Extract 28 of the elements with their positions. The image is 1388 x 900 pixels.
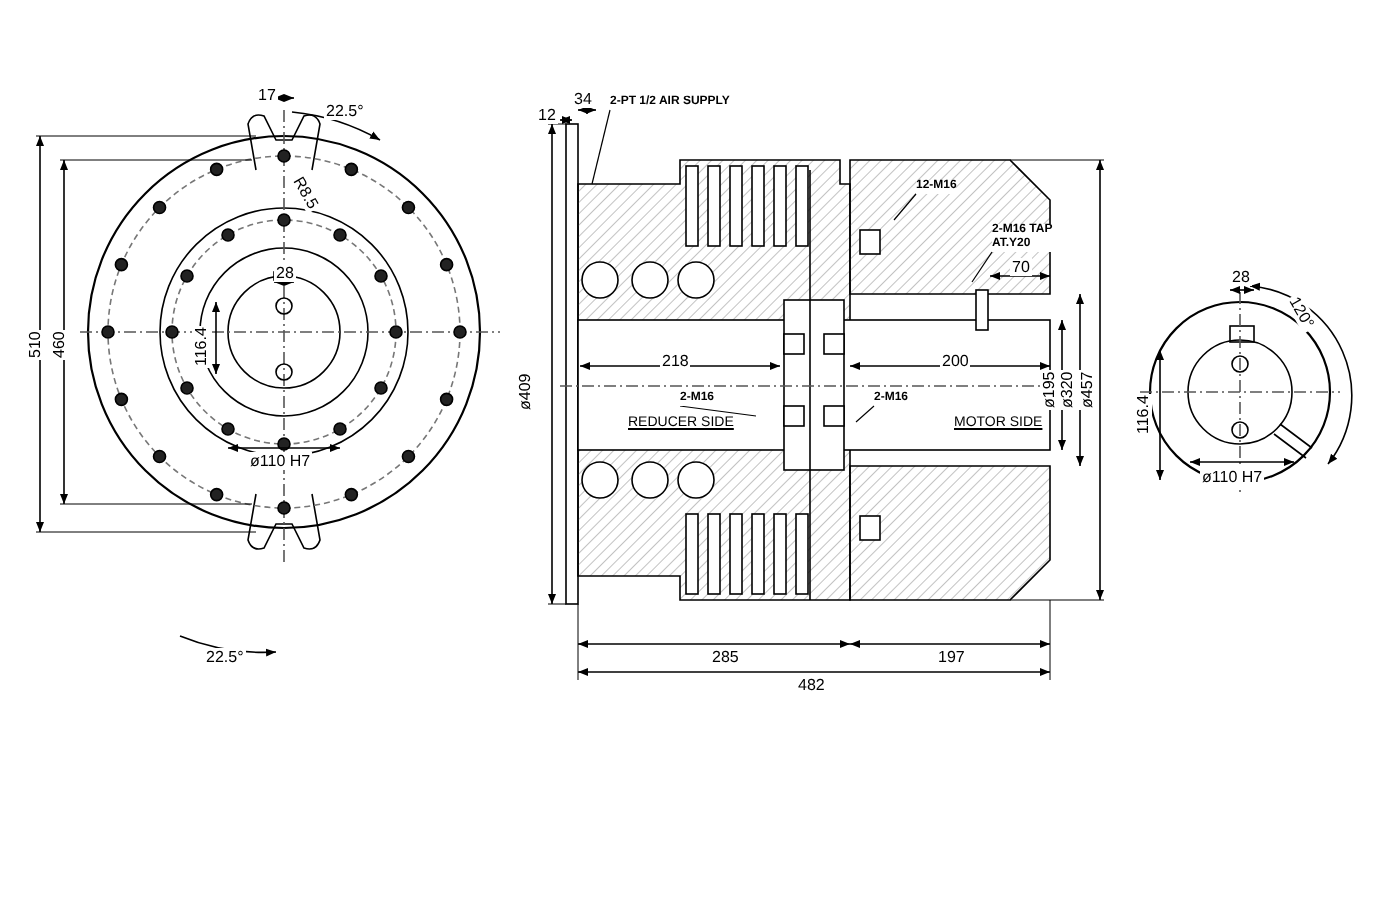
dimension-label: 460 bbox=[50, 329, 68, 360]
dimension-label: 116.4 bbox=[192, 325, 210, 368]
dimension-label: 482 bbox=[796, 676, 827, 694]
dimension-label: 200 bbox=[940, 352, 971, 370]
leader-line bbox=[591, 109, 611, 185]
dimension-label: 28 bbox=[1230, 268, 1252, 286]
dimension-label: ø110 H7 bbox=[1200, 468, 1265, 486]
dimension-label: ø457 bbox=[1078, 369, 1096, 410]
dimension-label: 17 bbox=[256, 86, 278, 104]
dimension-label: 22.5° bbox=[204, 648, 246, 666]
dimension-label: 116.4 bbox=[1134, 393, 1152, 436]
dimension-label: ø110 H7 bbox=[248, 452, 313, 470]
leader-line bbox=[893, 193, 917, 221]
dimension-label: ø320 bbox=[1058, 369, 1076, 410]
dimension-label: 28 bbox=[274, 264, 296, 282]
leader-line bbox=[855, 405, 875, 423]
dimension-label: 34 bbox=[572, 90, 594, 108]
dimension-label: 12 bbox=[536, 106, 558, 124]
dimension-label: 197 bbox=[936, 648, 967, 666]
dimension-label: 510 bbox=[26, 329, 44, 360]
dimension-label: ø409 bbox=[516, 371, 534, 412]
dimension-label: 22.5° bbox=[324, 102, 366, 120]
leader-line bbox=[971, 251, 993, 283]
dimension-label: 285 bbox=[710, 648, 741, 666]
leader-line bbox=[679, 405, 757, 417]
dimension-label: ø195 bbox=[1040, 369, 1058, 410]
dimension-label: 218 bbox=[660, 352, 691, 370]
dimension-label: 70 bbox=[1010, 258, 1032, 276]
